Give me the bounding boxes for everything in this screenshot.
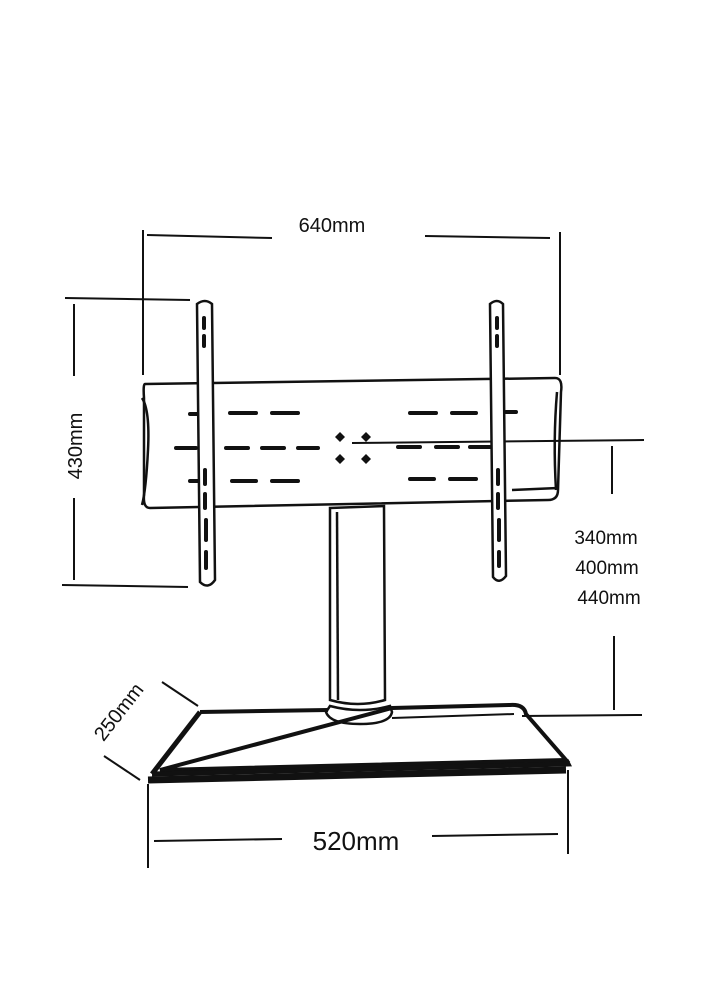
mount-hole	[361, 432, 371, 442]
base-left-edge	[150, 710, 202, 776]
base-back-edge-left	[199, 708, 329, 714]
left-height-bottom-extension-line	[61, 584, 189, 588]
bracket-crossbar	[140, 376, 563, 510]
left-arm-outline	[195, 299, 217, 587]
base-width-right-dimension-line	[431, 833, 559, 837]
right-height-bottom-extension-line	[521, 714, 643, 717]
center-mount-holes	[335, 432, 371, 464]
base-depth-top-extension-line	[161, 681, 199, 707]
base-depth-bottom-extension-line	[103, 755, 141, 781]
mount-hole	[335, 454, 345, 464]
top-width-dimension	[142, 230, 561, 375]
right-vertical-bracket	[488, 299, 508, 582]
base-width-label: 520mm	[313, 826, 400, 856]
mounting-slots	[174, 410, 518, 483]
pole-inner-line	[335, 511, 340, 701]
base-plate-outline	[159, 702, 571, 772]
base-width-left-dimension-line	[153, 838, 283, 842]
left-height-top-extension-line	[64, 297, 191, 301]
center-pole	[324, 504, 394, 726]
mount-hole	[361, 454, 371, 464]
base-front-thickness	[147, 766, 567, 784]
height-option-440: 440mm	[577, 588, 640, 609]
crossbar-bottom-edge	[511, 486, 559, 492]
crossbar-outline	[142, 376, 563, 510]
crossbar-left-curl	[140, 397, 150, 506]
left-height-label: 430mm	[65, 413, 87, 480]
left-vertical-bracket	[195, 299, 217, 587]
base-width-dimension	[147, 770, 569, 868]
base-inner-line	[391, 713, 515, 719]
right-arm-slot	[495, 316, 501, 568]
left-arm-slot	[202, 316, 208, 570]
pole-outline	[328, 504, 387, 706]
base-depth-dimension	[103, 681, 199, 781]
top-width-left-dimension-line	[146, 234, 273, 239]
height-option-400: 400mm	[575, 558, 638, 579]
right-arm-outline	[488, 299, 508, 582]
base-depth-label: 250mm	[90, 679, 148, 745]
left-height-dimension	[61, 297, 191, 588]
height-option-340: 340mm	[574, 528, 637, 549]
base-front-edge	[151, 758, 572, 777]
top-width-label: 640mm	[299, 215, 366, 237]
top-width-right-dimension-line	[424, 235, 551, 239]
mount-hole	[335, 432, 345, 442]
base-plate	[147, 702, 572, 784]
